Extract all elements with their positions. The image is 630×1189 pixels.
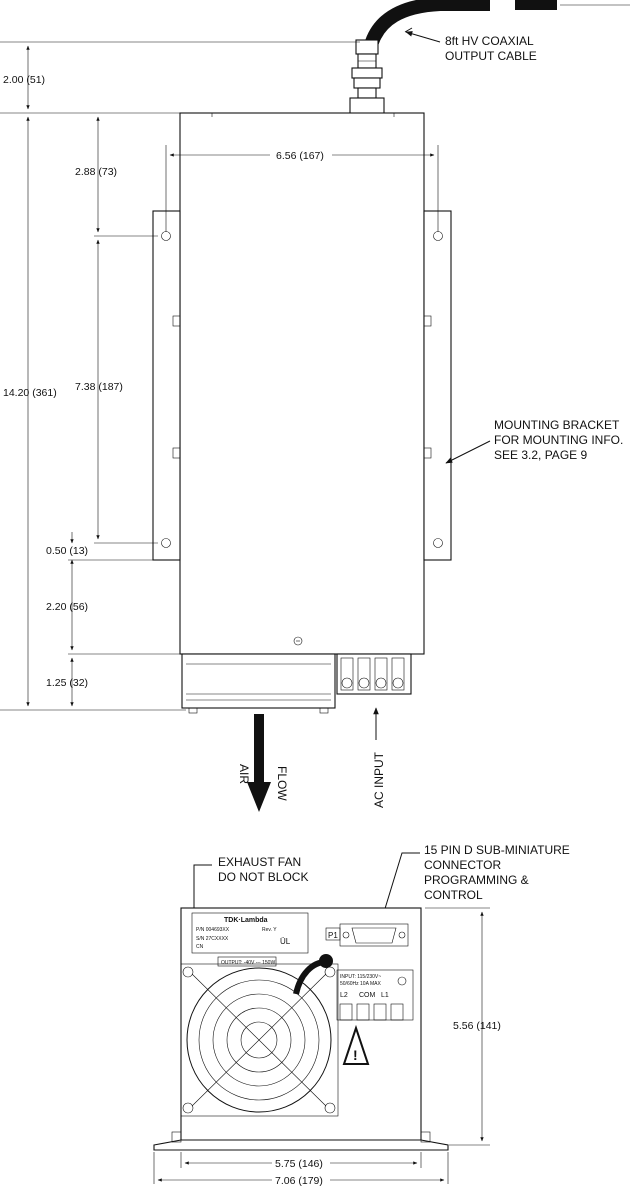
label-pn: P/N 004693XX	[196, 927, 230, 933]
dim-hole-to-bottom: 0.50 (13)	[46, 545, 88, 557]
p1-label: P1	[328, 931, 338, 940]
front-flange	[153, 1139, 449, 1151]
dim-body-width: 5.75 (146)	[275, 1158, 323, 1170]
body-screw	[293, 636, 303, 646]
dim-fan-height: 1.25 (32)	[46, 677, 88, 689]
dim-top-to-hole: 2.88 (73)	[75, 166, 117, 178]
brand-logo: TDK·Lambda	[224, 917, 268, 924]
dim-bracket-to-base: 2.20 (56)	[46, 601, 88, 613]
terminal-l2: L2	[340, 992, 348, 999]
left-bracket	[152, 210, 181, 561]
connector-note-line4: CONTROL	[424, 888, 483, 902]
terminal-com: COM	[359, 992, 376, 999]
label-rev: Rev. Y	[262, 927, 277, 933]
connector-note-line3: PROGRAMMING &	[424, 873, 529, 887]
bracket-note-line1: MOUNTING BRACKET	[494, 418, 620, 432]
dim-cable-height: 2.00 (51)	[3, 74, 45, 86]
front-panel	[180, 907, 422, 1146]
cable-note-line1: 8ft HV COAXIAL	[445, 34, 534, 48]
p1-connector: P1	[325, 923, 409, 947]
ul-mark: ÜL	[280, 937, 291, 946]
dim-flange-width: 7.06 (179)	[275, 1175, 323, 1187]
dim-front-height: 5.56 (141)	[453, 1020, 501, 1032]
cable-arrow	[405, 31, 441, 43]
hv-output-grommet	[319, 954, 333, 968]
fan-grille	[180, 963, 339, 1117]
ac-input-label: AC INPUT	[372, 751, 386, 808]
bracket-note-line2: FOR MOUNTING INFO.	[494, 433, 623, 447]
label-sn: S/N 27CXXXX	[196, 936, 229, 942]
cable-note-line2: OUTPUT CABLE	[445, 49, 537, 63]
dim-hole-spacing: 7.38 (187)	[75, 381, 123, 393]
connector-note-line2: CONNECTOR	[424, 858, 501, 872]
dim-bracket-width: 6.56 (167)	[276, 150, 324, 162]
label-cn: CN	[196, 944, 204, 950]
air-label: AIR	[237, 764, 251, 784]
output-rating: OUTPUT: -40V --- 150W	[221, 960, 275, 966]
unit-body	[179, 112, 425, 655]
connector-note-leader	[379, 852, 420, 926]
coax-cable	[349, 0, 630, 115]
airflow-arrow	[247, 714, 271, 812]
bracket-note-line3: SEE 3.2, PAGE 9	[494, 448, 587, 462]
label-plate: TDK·Lambda P/N 004693XX Rev. Y S/N 27CXX…	[191, 912, 309, 954]
fan-note-line1: EXHAUST FAN	[218, 855, 301, 869]
terminal-l1: L1	[381, 992, 389, 999]
warning-mark: !	[353, 1047, 358, 1063]
flow-label: FLOW	[275, 766, 289, 801]
right-bracket	[423, 210, 452, 561]
ground-symbol-icon	[397, 976, 407, 986]
cable-leader	[404, 27, 413, 33]
warning-icon	[342, 1024, 370, 1065]
fan-housing-top-view	[181, 653, 336, 714]
input-rating-2: 50/60Hz 10A MAX	[340, 981, 382, 987]
dim-total-height: 14.20 (361)	[3, 387, 57, 399]
connector-note-line1: 15 PIN D SUB-MINIATURE	[424, 843, 570, 857]
terminal-block-top-view	[336, 653, 412, 695]
bracket-arrow	[445, 440, 491, 464]
input-rating-1: INPUT: 115/230V~	[340, 974, 381, 980]
fan-note-line2: DO NOT BLOCK	[218, 870, 308, 884]
input-terminal-panel: INPUT: 115/230V~ 50/60Hz 10A MAX L2 COM …	[336, 969, 414, 1021]
